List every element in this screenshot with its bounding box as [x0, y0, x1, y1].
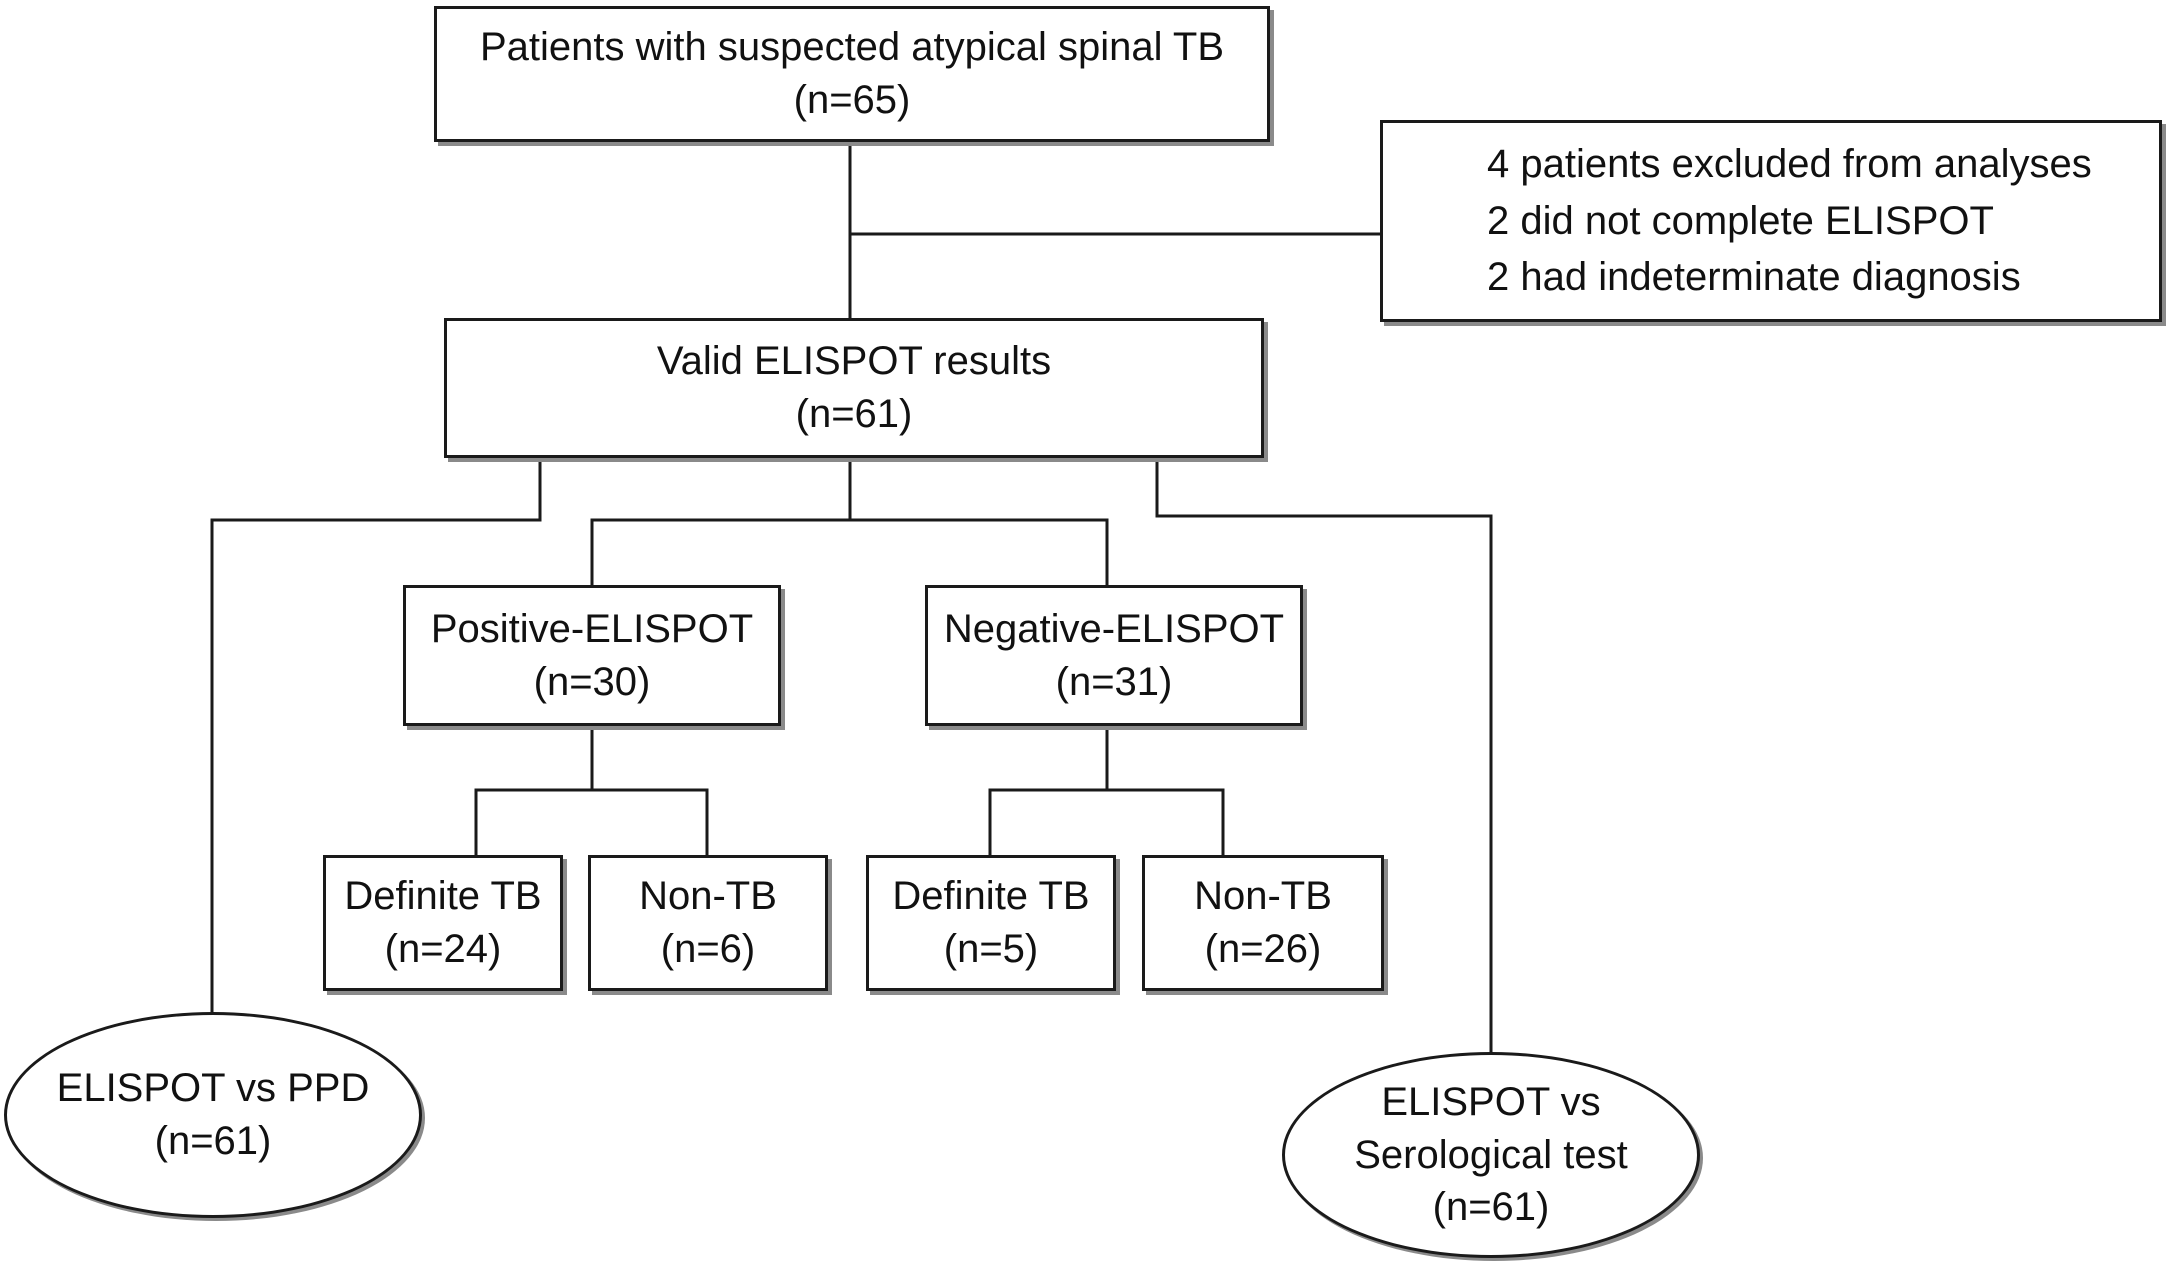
elispot-vs-ppd-label: ELISPOT vs PPD: [56, 1066, 370, 1111]
negative-non-tb-label: Non-TB: [1194, 874, 1332, 919]
negative-elispot-box: Negative-ELISPOT (n=31): [925, 585, 1303, 726]
positive-definite-tb-box: Definite TB (n=24): [323, 855, 563, 991]
negative-definite-tb-box: Definite TB (n=5): [866, 855, 1116, 991]
positive-elispot-box: Positive-ELISPOT (n=30): [403, 585, 781, 726]
suspected-patients-count: (n=65): [793, 78, 911, 122]
negative-elispot-count: (n=31): [1055, 659, 1173, 704]
negative-definite-tb-label: Definite TB: [892, 874, 1090, 919]
elispot-vs-serological-count: (n=61): [1432, 1185, 1550, 1230]
connector-negative-children: [988, 788, 1225, 855]
positive-elispot-count: (n=30): [533, 659, 651, 704]
suspected-patients-label: Patients with suspected atypical spinal …: [479, 25, 1225, 70]
excluded-patients-box: 4 patients excluded from analyses 2 did …: [1380, 120, 2162, 322]
elispot-vs-serological-test-label: Serological test: [1354, 1132, 1628, 1177]
positive-non-tb-box: Non-TB (n=6): [588, 855, 828, 991]
valid-elispot-box: Valid ELISPOT results (n=61): [444, 318, 1264, 458]
positive-definite-tb-label: Definite TB: [344, 874, 542, 919]
excluded-diagnosis-label: 2 had indeterminate diagnosis: [1487, 255, 2021, 300]
negative-non-tb-box: Non-TB (n=26): [1142, 855, 1384, 991]
elispot-vs-ppd-count: (n=61): [154, 1119, 272, 1163]
elispot-vs-ppd-oval: ELISPOT vs PPD (n=61): [4, 1012, 422, 1218]
negative-non-tb-count: (n=26): [1204, 927, 1322, 971]
excluded-total-label: 4 patients excluded from analyses: [1487, 141, 2092, 186]
connector-to-positive: [590, 518, 1109, 585]
connector-to-serological: [1155, 458, 1493, 1052]
suspected-patients-box: Patients with suspected atypical spinal …: [434, 6, 1270, 142]
negative-definite-tb-count: (n=5): [943, 927, 1039, 971]
elispot-vs-serological-label: ELISPOT vs: [1381, 1079, 1601, 1124]
negative-elispot-label: Negative-ELISPOT: [943, 606, 1285, 651]
valid-elispot-label: Valid ELISPOT results: [656, 339, 1052, 384]
positive-elispot-label: Positive-ELISPOT: [430, 606, 754, 651]
excluded-elispot-label: 2 did not complete ELISPOT: [1487, 198, 1994, 243]
valid-elispot-count: (n=61): [795, 392, 913, 436]
connector-positive-children: [474, 788, 709, 855]
positive-non-tb-label: Non-TB: [639, 874, 777, 919]
positive-definite-tb-count: (n=24): [384, 927, 502, 971]
connector-to-ppd: [210, 458, 542, 1012]
elispot-vs-serological-oval: ELISPOT vs Serological test (n=61): [1282, 1052, 1700, 1258]
positive-non-tb-count: (n=6): [660, 927, 756, 971]
